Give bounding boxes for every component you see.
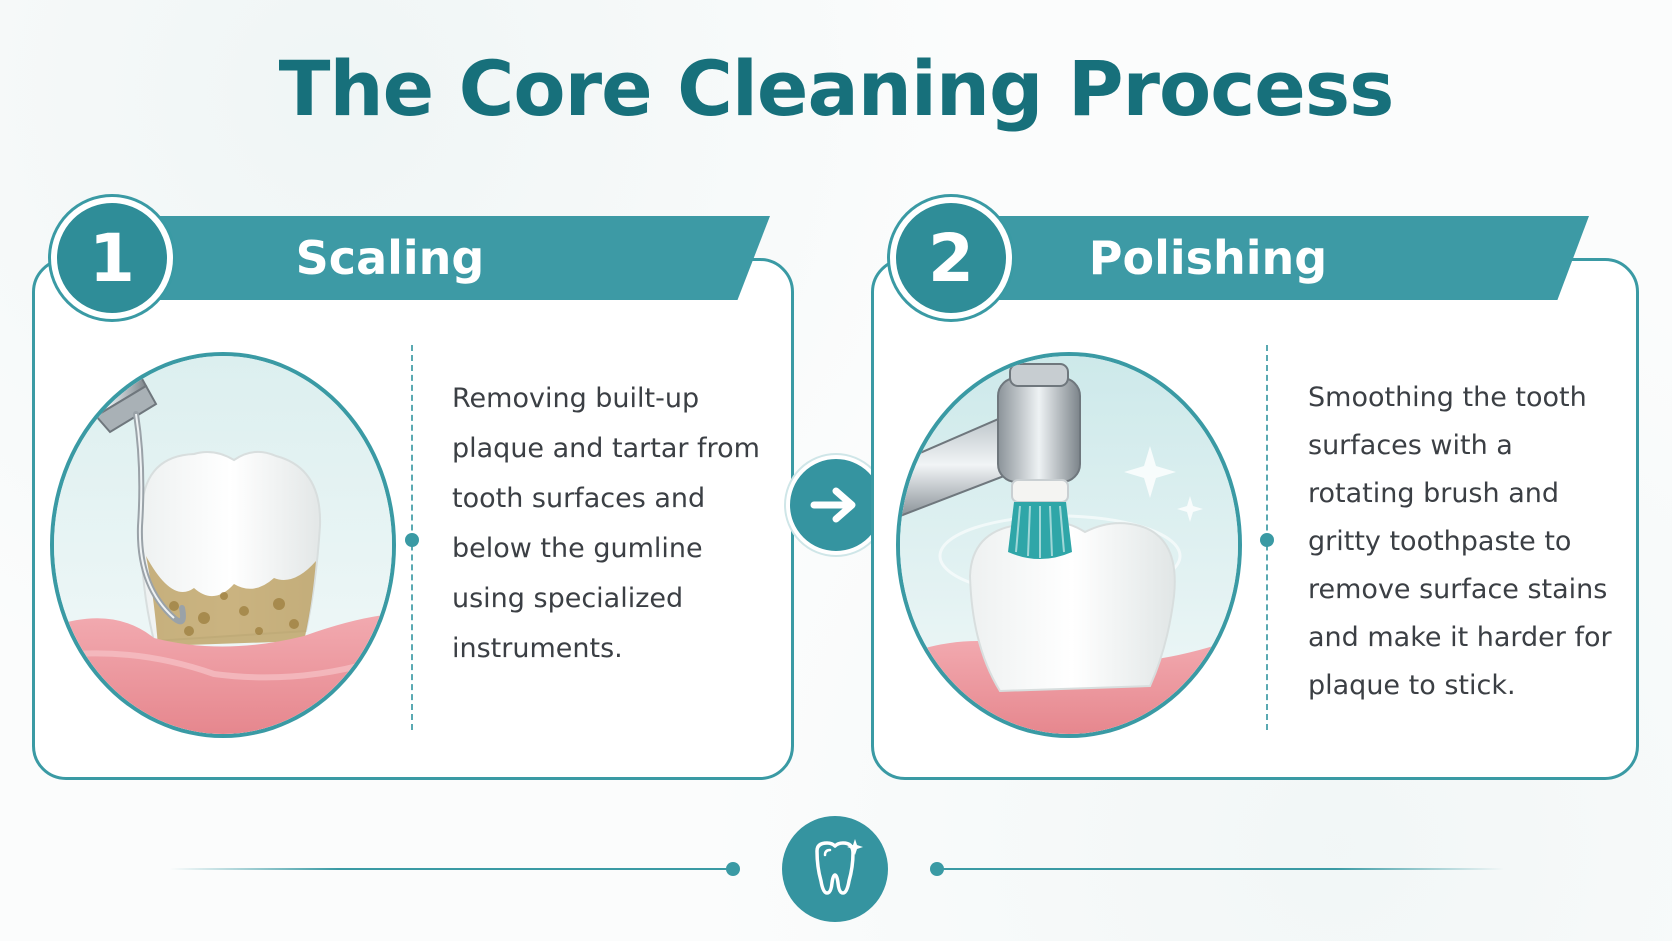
step-banner-polishing: Polishing	[957, 216, 1589, 300]
footer-line-left	[170, 868, 732, 870]
step-number-badge: 1	[51, 197, 173, 319]
scaler-tooth-image	[54, 356, 392, 734]
arrow-right-icon	[786, 455, 886, 555]
polishing-brush-image	[900, 356, 1238, 734]
footer-line-right	[942, 868, 1504, 870]
tooth-sparkle-icon	[782, 816, 888, 922]
scaling-illustration	[50, 352, 396, 738]
footer-dot-left	[726, 862, 740, 876]
step-banner-scaling: Scaling	[120, 216, 770, 300]
step-number-badge: 2	[890, 197, 1012, 319]
step-description: Removing built-up plaque and tartar from…	[452, 383, 760, 664]
footer-dot-right	[930, 862, 944, 876]
step-label: Polishing	[1088, 231, 1328, 285]
page-title: The Core Cleaning Process	[278, 44, 1395, 133]
polishing-illustration	[896, 352, 1242, 738]
step-description: Smoothing the tooth surfaces with a rota…	[1308, 382, 1612, 701]
divider-dot	[405, 533, 419, 547]
divider-dot	[1260, 533, 1274, 547]
step-label: Scaling	[295, 231, 485, 285]
